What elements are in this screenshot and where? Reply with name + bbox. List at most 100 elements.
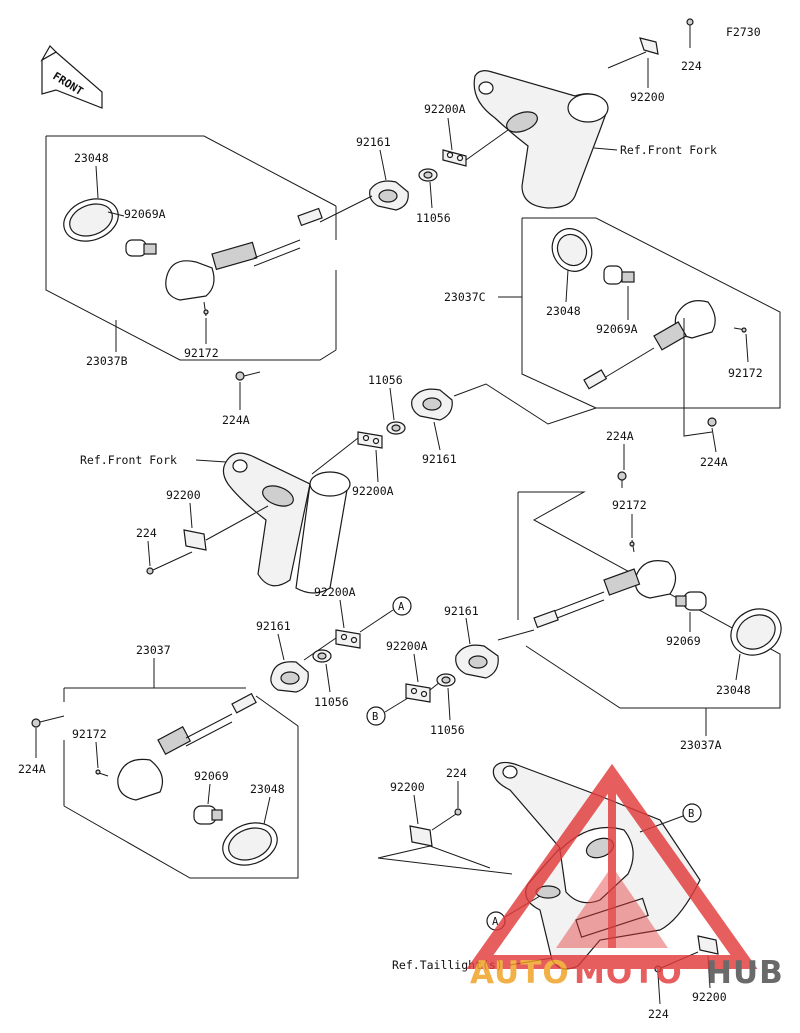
label-92200A-top: 92200A: [424, 102, 466, 116]
label-92200-bottom1: 92200: [390, 780, 425, 794]
label-23037A: 23037A: [680, 738, 722, 752]
clip-92200-top: [607, 37, 659, 69]
label-ref-fork-top: Ref.Front Fork: [620, 143, 717, 157]
label-224A-low: 224A: [18, 762, 46, 776]
watermark-logo: AUTO MOTO HUB: [466, 763, 784, 991]
screw-92172-right1: [733, 327, 747, 333]
watermark-text-auto: AUTO: [470, 955, 570, 991]
callout-b-mid: B: [366, 706, 386, 726]
label-224A-left1: 224A: [222, 413, 250, 427]
rubber-92161-low1: [270, 661, 309, 693]
label-11056-top: 11056: [416, 211, 451, 225]
bolt-224A-right2: [617, 471, 627, 488]
watermark-text-hub: HUB: [706, 955, 784, 991]
rubber-92161-top: [369, 180, 409, 211]
label-92161-low2: 92161: [444, 604, 479, 618]
callout-b-bottom: B: [682, 803, 702, 823]
bolt-224-mid: [146, 551, 193, 575]
label-23037: 23037: [136, 643, 171, 657]
label-92172-low: 92172: [72, 727, 107, 741]
signal-body-right1: [583, 300, 716, 390]
label-23048-low: 23048: [250, 782, 285, 796]
label-92172-right1: 92172: [728, 366, 763, 380]
label-92172-right2: 92172: [612, 498, 647, 512]
label-92200A-mid: 92200A: [352, 484, 394, 498]
label-ref-fork-mid: Ref.Front Fork: [80, 453, 177, 467]
taillight-bracket: [492, 761, 701, 970]
label-23048-right1: 23048: [546, 304, 581, 318]
label-224A-right1: 224A: [700, 455, 728, 469]
label-92200A-low1: 92200A: [314, 585, 356, 599]
label-92161-mid: 92161: [422, 452, 457, 466]
plate-92200A-low1: [335, 629, 361, 649]
clip-92200-bottom2: [697, 935, 719, 955]
label-92069A-topleft: 92069A: [124, 207, 166, 221]
lens-23048-topleft: [63, 198, 119, 242]
label-23037B: 23037B: [86, 354, 128, 368]
lens-23048-right2: [730, 608, 782, 656]
bulb-92069A-right1: [603, 265, 635, 285]
callout-b-bottom-label: B: [688, 808, 694, 820]
clip-92200-bottom1: [409, 825, 433, 847]
figure-code: F2730: [726, 25, 761, 39]
bulb-92069-right2: [675, 591, 707, 611]
lens-23048-right1: [551, 228, 593, 272]
plate-92200A-low2: [405, 683, 431, 703]
signal-body-low: [117, 692, 257, 801]
bolt-224A-right1: [707, 417, 717, 427]
screw-92172-topleft: [203, 301, 209, 317]
assembly-frame-23037C: [521, 217, 781, 409]
fork-bracket-top: [473, 70, 609, 209]
label-92172-topleft: 92172: [184, 346, 219, 360]
plate-92200A-top: [442, 149, 467, 167]
label-224-bottom2: 224: [648, 1007, 669, 1021]
plate-92200A-mid: [357, 431, 383, 449]
callout-b-mid-label: B: [372, 711, 378, 723]
label-224-mid: 224: [136, 526, 157, 540]
screw-92172-low: [95, 769, 109, 777]
label-92069A-right1: 92069A: [596, 322, 638, 336]
bolt-224A-left1: [235, 371, 261, 381]
label-11056-low1: 11056: [314, 695, 349, 709]
screw-92172-right2: [629, 539, 635, 553]
label-92200A-low2: 92200A: [386, 639, 428, 653]
label-224-top: 224: [681, 59, 702, 73]
assembly-frame-23037: [63, 687, 299, 879]
label-224A-right2: 224A: [606, 429, 634, 443]
callout-a-bottom-label: A: [492, 916, 499, 928]
label-92069-low: 92069: [194, 769, 229, 783]
grommet-11056-low2: [436, 673, 456, 687]
assembly-frame-23037B: [45, 135, 337, 361]
label-11056-low2: 11056: [430, 723, 465, 737]
rubber-92161-low2: [455, 644, 499, 679]
callout-a-upper-label: A: [398, 601, 405, 613]
label-92161-low1: 92161: [256, 619, 291, 633]
bolt-224-bottom1: [431, 808, 462, 831]
clip-92200-mid: [183, 529, 207, 551]
label-23048-topleft: 23048: [74, 151, 109, 165]
bolt-224-top: [686, 18, 694, 48]
label-23048-right2: 23048: [716, 683, 751, 697]
label-11056-mid: 11056: [368, 373, 403, 387]
grommet-11056-top: [418, 168, 438, 182]
label-92200-mid: 92200: [166, 488, 201, 502]
label-23037C: 23037C: [444, 290, 486, 304]
lens-23048-low: [222, 822, 278, 866]
bulb-92069-low: [193, 805, 223, 825]
label-92200-top: 92200: [630, 90, 665, 104]
bolt-224A-low: [31, 715, 65, 728]
bulb-92069A-topleft: [125, 239, 157, 257]
assembly-frame-23037A: [517, 491, 781, 709]
callout-a-upper: A: [392, 596, 412, 616]
signal-body-topleft: [165, 195, 373, 301]
watermark-triangle-outer: [466, 763, 758, 969]
watermark-text-moto: MOTO: [574, 955, 683, 991]
label-92200-bottom2: 92200: [692, 990, 727, 1004]
label-92069-right2: 92069: [666, 634, 701, 648]
grommet-11056-mid: [386, 421, 406, 435]
grommet-11056-low1: [312, 649, 332, 663]
label-224-bottom1: 224: [446, 766, 467, 780]
rubber-92161-mid: [411, 388, 453, 421]
